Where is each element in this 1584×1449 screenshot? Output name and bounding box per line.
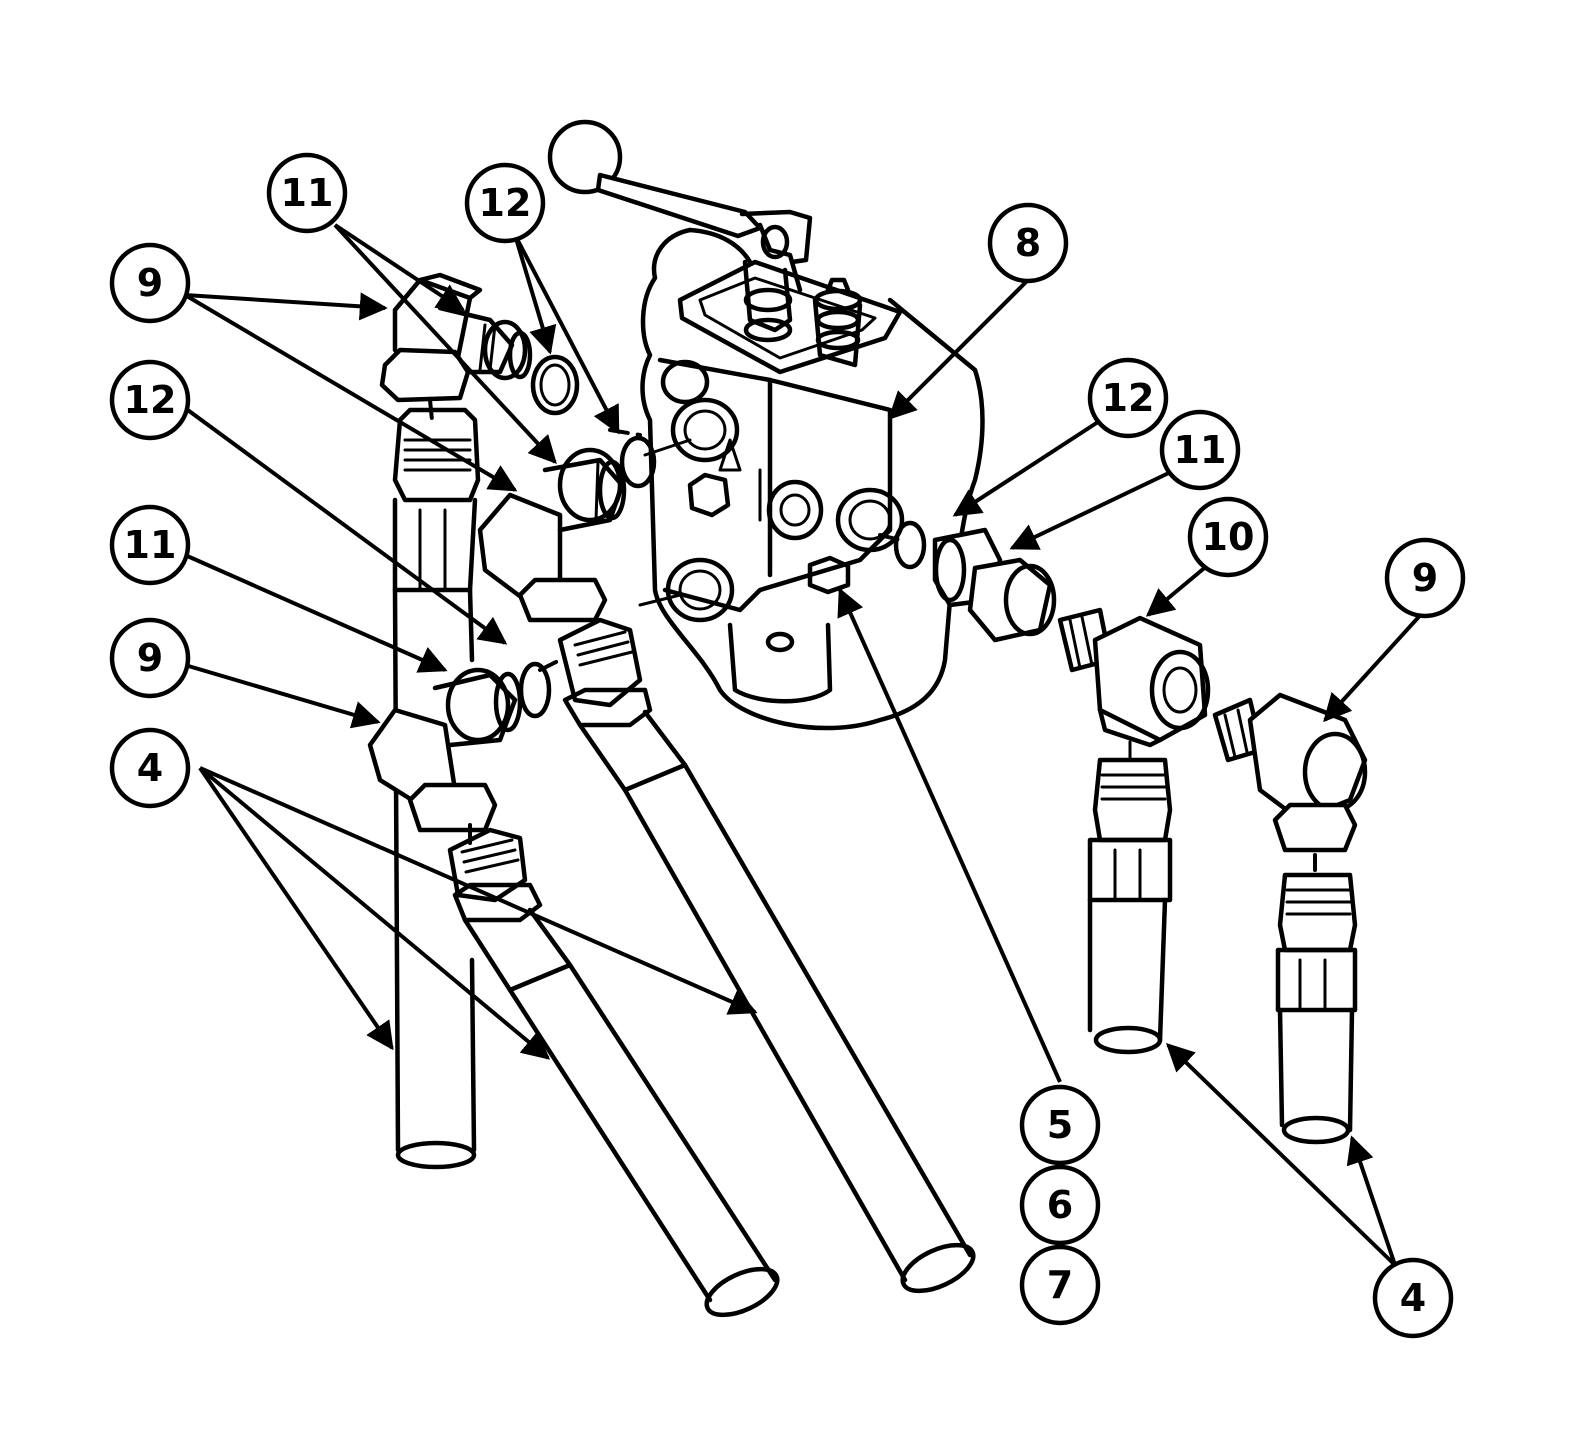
callout-label: 12 <box>479 181 532 225</box>
callout-6: 6 <box>1019 1164 1101 1246</box>
callout-label: 9 <box>137 636 163 680</box>
callout-9-lower-left: 9 <box>109 617 191 699</box>
callout-label: 9 <box>1412 556 1438 600</box>
callout-label: 4 <box>137 746 163 790</box>
callout-label: 7 <box>1047 1263 1073 1307</box>
hose-lower-left <box>447 827 780 1318</box>
callout-9-right: 9 <box>1384 537 1466 619</box>
callout-label: 11 <box>1174 428 1227 472</box>
elbow-fitting-middle <box>477 435 657 623</box>
callout-4-left: 4 <box>109 727 191 809</box>
callout-12-top: 12 <box>464 162 546 244</box>
control-valve-body <box>547 119 985 731</box>
callout-11-left: 11 <box>109 504 191 586</box>
callout-label: 12 <box>124 378 177 422</box>
leader-lines <box>183 223 1427 1267</box>
callout-4-right: 4 <box>1372 1257 1454 1339</box>
callout-10: 10 <box>1187 496 1269 578</box>
callout-label: 12 <box>1102 376 1155 420</box>
callout-label: 11 <box>281 171 334 215</box>
callout-7: 7 <box>1019 1244 1101 1326</box>
callout-label: 9 <box>137 261 163 305</box>
hoses-right <box>1087 757 1358 1145</box>
callout-label: 8 <box>1015 221 1041 265</box>
hose-left-vertical <box>392 407 481 1170</box>
callout-5: 5 <box>1019 1084 1101 1166</box>
callout-11-right: 11 <box>1159 409 1241 491</box>
callout-label: 11 <box>124 523 177 567</box>
callout-label: 4 <box>1400 1276 1426 1320</box>
callout-12-left: 12 <box>109 359 191 441</box>
callout-label: 10 <box>1202 515 1255 559</box>
elbow-fitting-lower-left <box>367 661 552 833</box>
callout-label: 5 <box>1047 1103 1073 1147</box>
right-fittings <box>893 520 1368 853</box>
callout-12-right: 12 <box>1087 357 1169 439</box>
callout-8: 8 <box>987 202 1069 284</box>
callout-11-top: 11 <box>266 152 348 234</box>
callout-9-top-left: 9 <box>109 242 191 324</box>
lever-handle <box>547 119 813 293</box>
callout-label: 6 <box>1047 1183 1073 1227</box>
hose-center <box>557 617 976 1294</box>
